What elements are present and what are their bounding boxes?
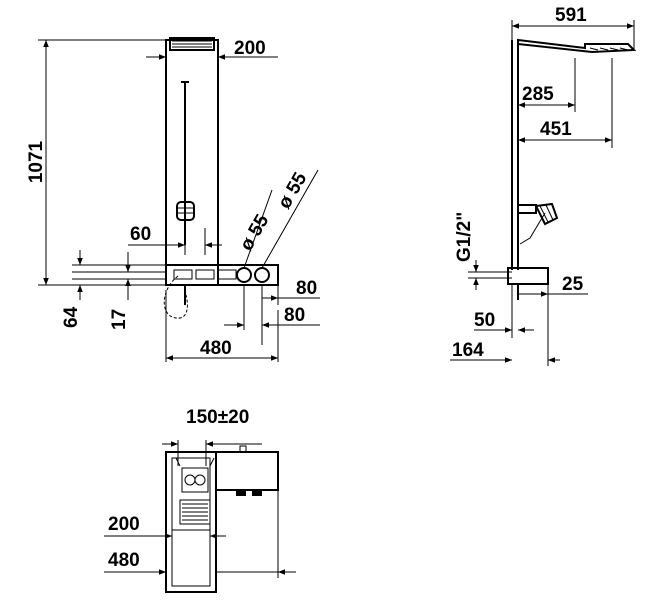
module-plan	[215, 451, 279, 491]
hand-shower-side-icon	[517, 202, 559, 245]
dim-height-1071: 1071	[26, 140, 47, 183]
dim-depth-164: 164	[452, 340, 484, 361]
dim-width-480-plan: 480	[108, 550, 140, 571]
rain-head-side	[517, 38, 637, 54]
column-plan	[165, 451, 217, 593]
front-view: 1071 200 60 ø 55 ø 55 80 80 64	[26, 37, 320, 362]
dim-thread-g12: G1/2"	[454, 212, 475, 262]
thermostat-module	[165, 264, 279, 286]
base-module-side	[507, 267, 549, 285]
dim-spacing-150: 150±20	[186, 407, 249, 428]
top-view: 150±20 200 480	[104, 407, 296, 593]
dim-width-480: 480	[200, 338, 232, 359]
dim-base-17: 17	[109, 309, 130, 330]
dim-projection-591: 591	[555, 5, 587, 26]
valve-knob-2	[254, 267, 270, 283]
shower-column-body	[165, 39, 219, 286]
dim-depth-25: 25	[562, 274, 584, 295]
dim-valve-diameter-1: ø 55	[236, 211, 273, 255]
dim-width-200-plan: 200	[108, 514, 140, 535]
head-plan-hatch	[179, 499, 211, 525]
dim-arm-451: 451	[540, 119, 572, 140]
dim-depth-50: 50	[474, 310, 495, 331]
dim-base-64: 64	[61, 306, 82, 328]
dim-offset-60: 60	[130, 224, 151, 245]
side-view: 591 285 451 G1/2" 25 50 164	[450, 5, 637, 366]
dim-spacing-80-a: 80	[296, 278, 317, 299]
hand-shower-icon	[176, 201, 195, 221]
rain-shower-head	[169, 37, 215, 51]
dim-column-width-200: 200	[234, 38, 266, 59]
dim-spacing-80-b: 80	[284, 305, 305, 326]
hose	[163, 275, 188, 319]
valve-knob-1	[236, 267, 252, 283]
dim-arm-285: 285	[522, 84, 554, 105]
